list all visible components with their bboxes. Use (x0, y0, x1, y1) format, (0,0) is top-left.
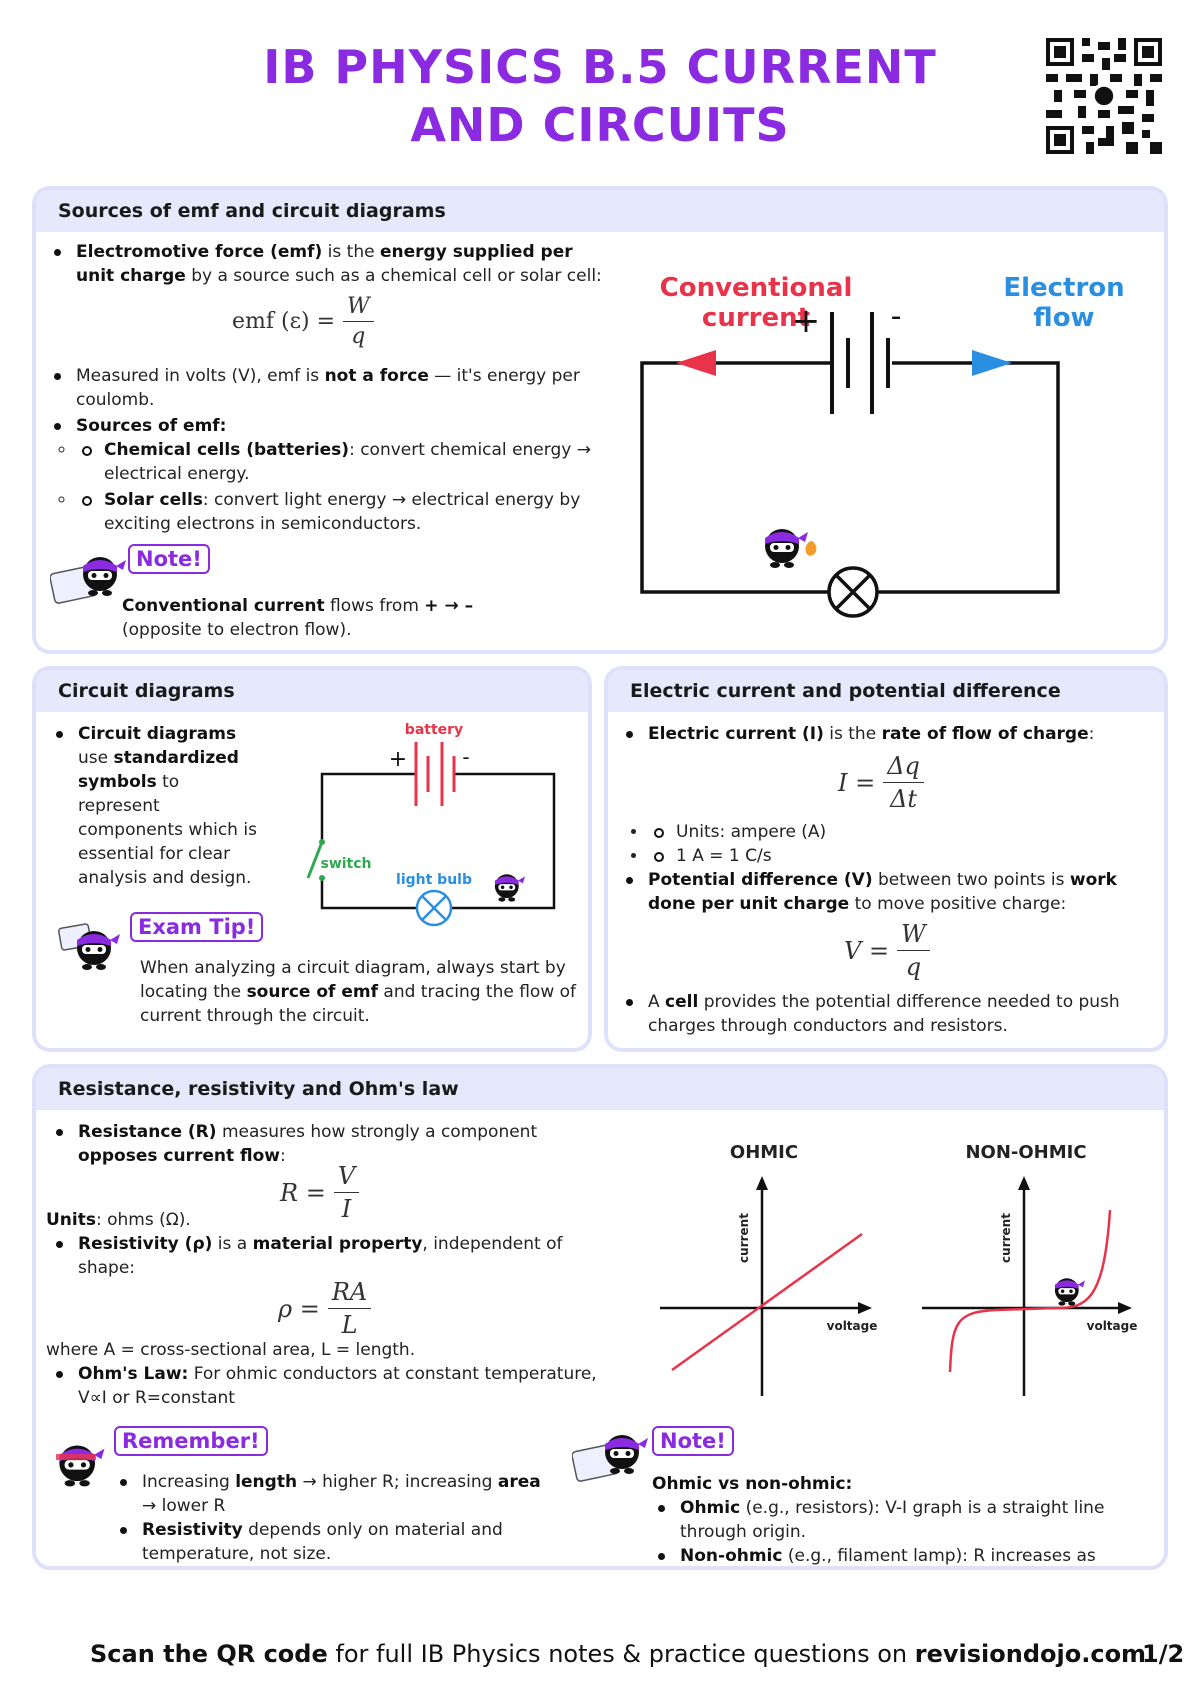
ninja-mascot-icon (765, 529, 817, 568)
circuit-wire (640, 361, 1060, 594)
axis-label-current: current (737, 1213, 751, 1263)
light-bulb-symbol-icon (827, 566, 879, 618)
note-heading: Ohmic vs non-ohmic: (652, 1474, 853, 1494)
exam-tip-badge: Exam Tip! (130, 912, 264, 942)
exam-tip-text: When analyzing a circuit diagram, always… (140, 958, 577, 1026)
conventional-current-arrow (676, 350, 716, 376)
note-badge: Note! (128, 544, 210, 574)
list-item: Sources of emf: Chemical cells (batterie… (48, 414, 608, 536)
list-item: Solar cells: convert light energy → elec… (76, 488, 608, 536)
resistance-card: Resistance, resistivity and Ohm's law Re… (32, 1064, 1168, 1570)
minus-sign: - (462, 745, 469, 769)
page-title: IB PHYSICS B.5 CURRENT AND CIRCUITS (263, 40, 937, 152)
list-item: Non-ohmic (e.g., filament lamp): R incre… (652, 1544, 1152, 1566)
circuit-card: Circuit diagrams Circuit diagrams use st… (32, 666, 592, 1052)
list-item: Increasing length → higher R; increasing… (114, 1470, 544, 1518)
circuit-card-header: Circuit diagrams (36, 670, 588, 712)
emf-card-header: Sources of emf and circuit diagrams (36, 190, 1164, 232)
list-item: Ohmic (e.g., resistors): V-I graph is a … (652, 1496, 1152, 1544)
plus-sign: + (792, 301, 821, 341)
axis-label-current: current (999, 1213, 1013, 1263)
non-ohmic-curve (948, 1209, 1112, 1373)
axis-label-voltage: voltage (827, 1319, 878, 1333)
plus-sign: + (389, 747, 407, 772)
current-card-header: Electric current and potential differenc… (608, 670, 1164, 712)
non-ohmic-graph: current voltage (922, 1176, 1137, 1396)
ninja-mascot-icon (50, 557, 126, 604)
list-item: A cell provides the potential difference… (620, 990, 1160, 1038)
minus-sign: - (891, 299, 902, 334)
ninja-mascot-icon (58, 923, 120, 970)
axis-label-voltage: voltage (1087, 1319, 1138, 1333)
list-item: Electric current (I) is the rate of flow… (620, 722, 1160, 746)
list-item: Units: ampere (A) (648, 820, 1148, 844)
simple-circuit-diagram: battery + - switch light bulb (306, 722, 556, 927)
ohmic-graph-title: OHMIC (730, 1142, 798, 1163)
list-item: Electromotive force (emf) is the energy … (48, 240, 608, 288)
circuit-wire (320, 772, 556, 910)
ninja-mascot-icon (494, 874, 525, 902)
qr-code-icon (1046, 38, 1162, 154)
list-item: Potential difference (V) between two poi… (620, 868, 1160, 916)
battery-symbol-icon (414, 742, 456, 806)
ninja-mascot-icon (572, 1435, 648, 1482)
list-item: Resistance (R) measures how strongly a c… (50, 1120, 610, 1168)
list-item: Resistivity (ρ) is a material property, … (50, 1232, 610, 1280)
note-badge: Note! (652, 1426, 734, 1456)
where-line: where A = cross-sectional area, L = leng… (46, 1340, 416, 1360)
list-item: Measured in volts (V), emf is not a forc… (48, 364, 608, 412)
emf-list: Electromotive force (emf) is the energy … (48, 240, 608, 288)
switch-label: switch (320, 856, 371, 872)
footer-text: Scan the QR code for full IB Physics not… (90, 1640, 1147, 1668)
list-item: Circuit diagrams use standardized symbol… (50, 722, 260, 890)
non-ohmic-graph-title: NON-OHMIC (965, 1142, 1086, 1163)
note-text: Conventional current flows from + → – (o… (122, 596, 474, 640)
emf-card: Sources of emf and circuit diagrams Elec… (32, 186, 1168, 654)
current-card: Electric current and potential differenc… (604, 666, 1168, 1052)
resistance-card-header: Resistance, resistivity and Ohm's law (36, 1068, 1164, 1110)
iv-graphs: OHMIC NON-OHMIC current voltage current … (660, 1142, 1137, 1396)
remember-badge: Remember! (114, 1426, 268, 1456)
list-item: Resistivity depends only on material and… (114, 1518, 544, 1566)
ninja-mascot-icon (1054, 1278, 1085, 1306)
light-bulb-symbol-icon (415, 889, 453, 927)
ohmic-line (671, 1232, 863, 1372)
page-number: 1/2 (1142, 1640, 1185, 1668)
battery-label: battery (405, 722, 463, 738)
light-bulb-label: light bulb (396, 872, 472, 888)
list-item: Ohm's Law: For ohmic conductors at const… (50, 1362, 610, 1410)
list-item: Chemical cells (batteries): convert chem… (76, 438, 608, 486)
ninja-mascot-icon (56, 1445, 105, 1487)
switch-symbol-icon (306, 839, 325, 881)
electron-flow-arrow (972, 350, 1012, 376)
ohmic-graph: current voltage (660, 1176, 877, 1396)
list-item: 1 A = 1 C/s (648, 844, 1148, 868)
battery-symbol-icon (830, 312, 890, 414)
units-line: Units: ohms (Ω). (46, 1210, 191, 1230)
